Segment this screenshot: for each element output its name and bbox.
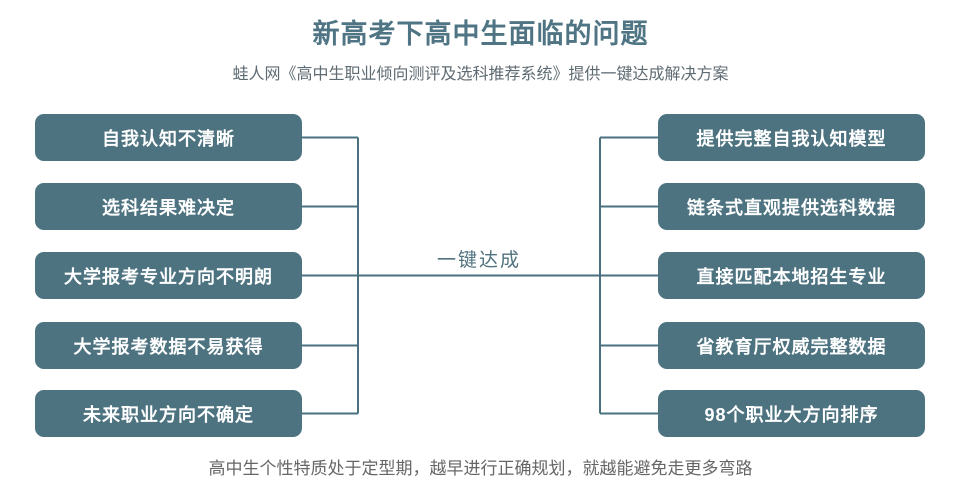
solution-box-5: 98个职业大方向排序 (658, 390, 925, 437)
solution-box-1: 提供完整自我认知模型 (658, 114, 925, 161)
solution-box-2: 链条式直观提供选科数据 (658, 183, 925, 230)
problem-box-3: 大学报考专业方向不明朗 (35, 252, 302, 299)
solution-box-3: 直接匹配本地招生专业 (658, 252, 925, 299)
problem-box-5: 未来职业方向不确定 (35, 390, 302, 437)
problem-box-1: 自我认知不清晰 (35, 114, 302, 161)
center-label: 一键达成 (436, 250, 521, 271)
problem-box-4: 大学报考数据不易获得 (35, 322, 302, 369)
problem-box-2: 选科结果难决定 (35, 183, 302, 230)
solution-box-4: 省教育厅权威完整数据 (658, 322, 925, 369)
page-footer: 高中生个性特质处于定型期，越早进行正确规划，就越能避免走更多弯路 (208, 459, 753, 478)
page-title: 新高考下高中生面临的问题 (312, 19, 649, 49)
page-subtitle: 蛙人网《高中生职业倾向测评及选科推荐系统》提供一键达成解决方案 (232, 66, 729, 83)
